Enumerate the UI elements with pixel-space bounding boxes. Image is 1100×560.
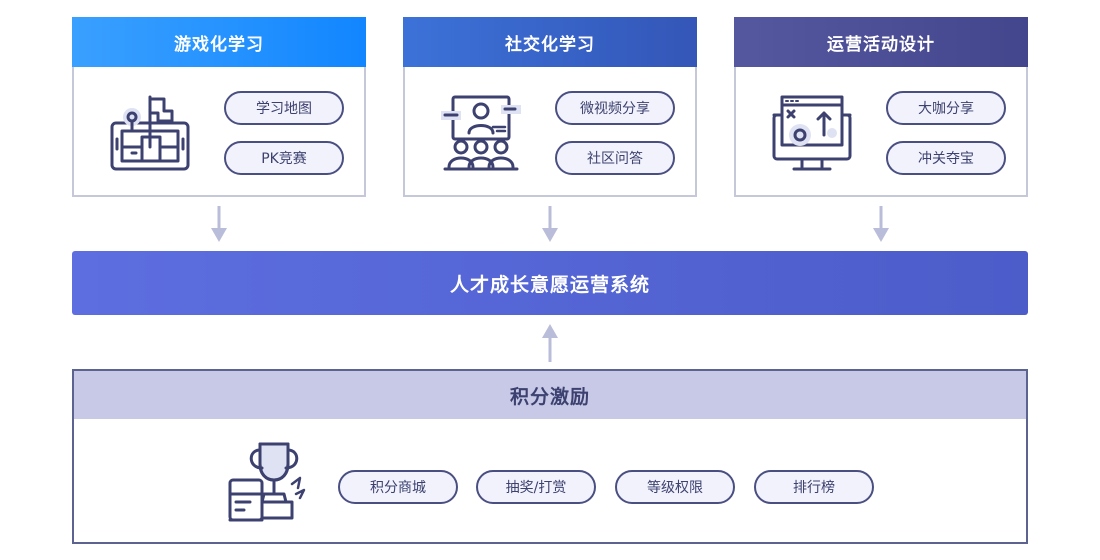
pill-leaderboard[interactable]: 排行榜 <box>754 470 874 504</box>
card-operation-design: 运营活动设计 大咖分享 冲关夺宝 <box>734 17 1028 197</box>
points-incentive-section: 积分激励 积分商城 抽奖/打赏 等级权限 排行榜 <box>72 369 1028 544</box>
presentation-audience-icon <box>441 95 521 171</box>
arrow-down-icon <box>211 206 227 242</box>
pill-expert-share[interactable]: 大咖分享 <box>886 91 1006 125</box>
pill-micro-video[interactable]: 微视频分享 <box>555 91 675 125</box>
card-title: 运营活动设计 <box>734 17 1028 67</box>
card-social-learning: 社交化学习 微视频分享 社区问答 <box>403 17 697 197</box>
pill-learning-map[interactable]: 学习地图 <box>224 91 344 125</box>
pill-community-qa[interactable]: 社区问答 <box>555 141 675 175</box>
pill-points-mall[interactable]: 积分商城 <box>338 470 458 504</box>
map-flag-icon <box>110 95 190 171</box>
pill-challenge-treasure[interactable]: 冲关夺宝 <box>886 141 1006 175</box>
pill-level-permission[interactable]: 等级权限 <box>615 470 735 504</box>
monitor-strategy-icon <box>772 95 852 171</box>
pill-pk-contest[interactable]: PK竞赛 <box>224 141 344 175</box>
central-system-bar: 人才成长意愿运营系统 <box>72 251 1028 315</box>
arrow-down-icon <box>873 206 889 242</box>
pill-lottery-tip[interactable]: 抽奖/打赏 <box>476 470 596 504</box>
arrow-up-icon <box>542 324 558 362</box>
section-title: 积分激励 <box>74 371 1026 419</box>
arrow-down-icon <box>542 206 558 242</box>
card-title: 游戏化学习 <box>72 17 366 67</box>
trophy-icon <box>228 442 306 522</box>
card-gamified-learning: 游戏化学习 学习地图 PK竞赛 <box>72 17 366 197</box>
card-title: 社交化学习 <box>403 17 697 67</box>
